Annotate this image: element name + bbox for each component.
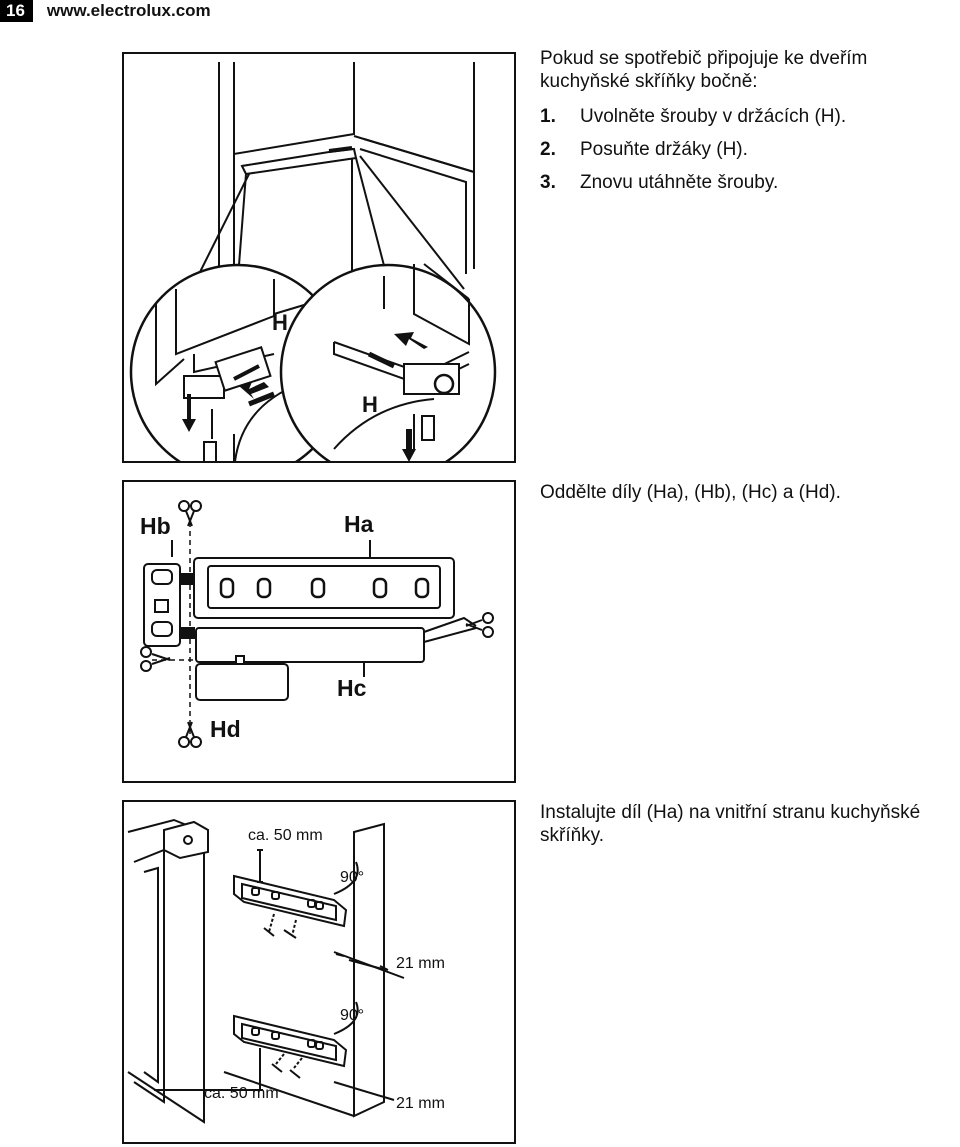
section1-intro: Pokud se spotřebič připojuje ke dveřím k…: [540, 48, 868, 92]
section3-text: Instalujte díl (Ha) na vnitřní stranu ku…: [540, 802, 921, 846]
bracket-label-left: H: [272, 310, 288, 335]
site-url[interactable]: www.electrolux.com: [46, 1, 211, 20]
detail-left: H: [129, 263, 347, 481]
step-number: 1.: [540, 106, 556, 127]
dimension-top: ca. 50 mm: [248, 827, 323, 844]
dimension-bottom: ca. 50 mm: [204, 1085, 279, 1102]
bracket-label-right: H: [362, 392, 378, 417]
part-label-ha: Ha: [344, 511, 374, 537]
step-number: 3.: [540, 172, 556, 193]
page-header: 16 www.electrolux.com: [0, 0, 211, 22]
scissors-icon: [140, 646, 171, 672]
part-label-hd: Hd: [210, 716, 241, 742]
parts-cut-illustration: Hb Ha Hc Hd: [140, 500, 494, 748]
section2-text: Oddělte díly (Ha), (Hb), (Hc) a (Hd).: [540, 482, 841, 503]
part-label-hc: Hc: [337, 675, 367, 701]
gap-bottom: 21 mm: [396, 1095, 445, 1112]
bracket-adjust-illustration: H H: [129, 62, 497, 481]
detail-right: H: [279, 263, 497, 481]
page-number: 16: [0, 0, 33, 22]
step-text: Znovu utáhněte šrouby.: [580, 172, 779, 193]
figure-bracket-adjust: H H: [122, 52, 516, 481]
step-number: 2.: [540, 139, 556, 160]
figure-parts-cut: Hb Ha Hc Hd: [122, 480, 516, 783]
figure-install-ha: ca. 50 mm ca. 50 mm 90° 90° 21 mm 21 mm: [122, 800, 516, 1144]
angle-top: 90°: [340, 869, 364, 886]
part-label-hb: Hb: [140, 513, 171, 539]
step-text: Uvolněte šrouby v držácích (H).: [580, 106, 847, 127]
step-3: 3. Znovu utáhněte šrouby.: [540, 172, 846, 205]
step-text: Posuňte držáky (H).: [580, 139, 748, 160]
scissors-icon: [178, 500, 202, 527]
angle-bottom: 90°: [340, 1007, 364, 1024]
steps-list: 1. Uvolněte šrouby v držácích (H). 2. Posu…: [540, 106, 846, 205]
scissors-icon: [465, 612, 494, 638]
scissors-icon: [178, 721, 202, 748]
gap-top: 21 mm: [396, 955, 445, 972]
step-1: 1. Uvolněte šrouby v držácích (H).: [540, 106, 846, 139]
step-2: 2. Posuňte držáky (H).: [540, 139, 846, 172]
install-illustration: ca. 50 mm ca. 50 mm 90° 90° 21 mm 21 mm: [127, 818, 445, 1124]
